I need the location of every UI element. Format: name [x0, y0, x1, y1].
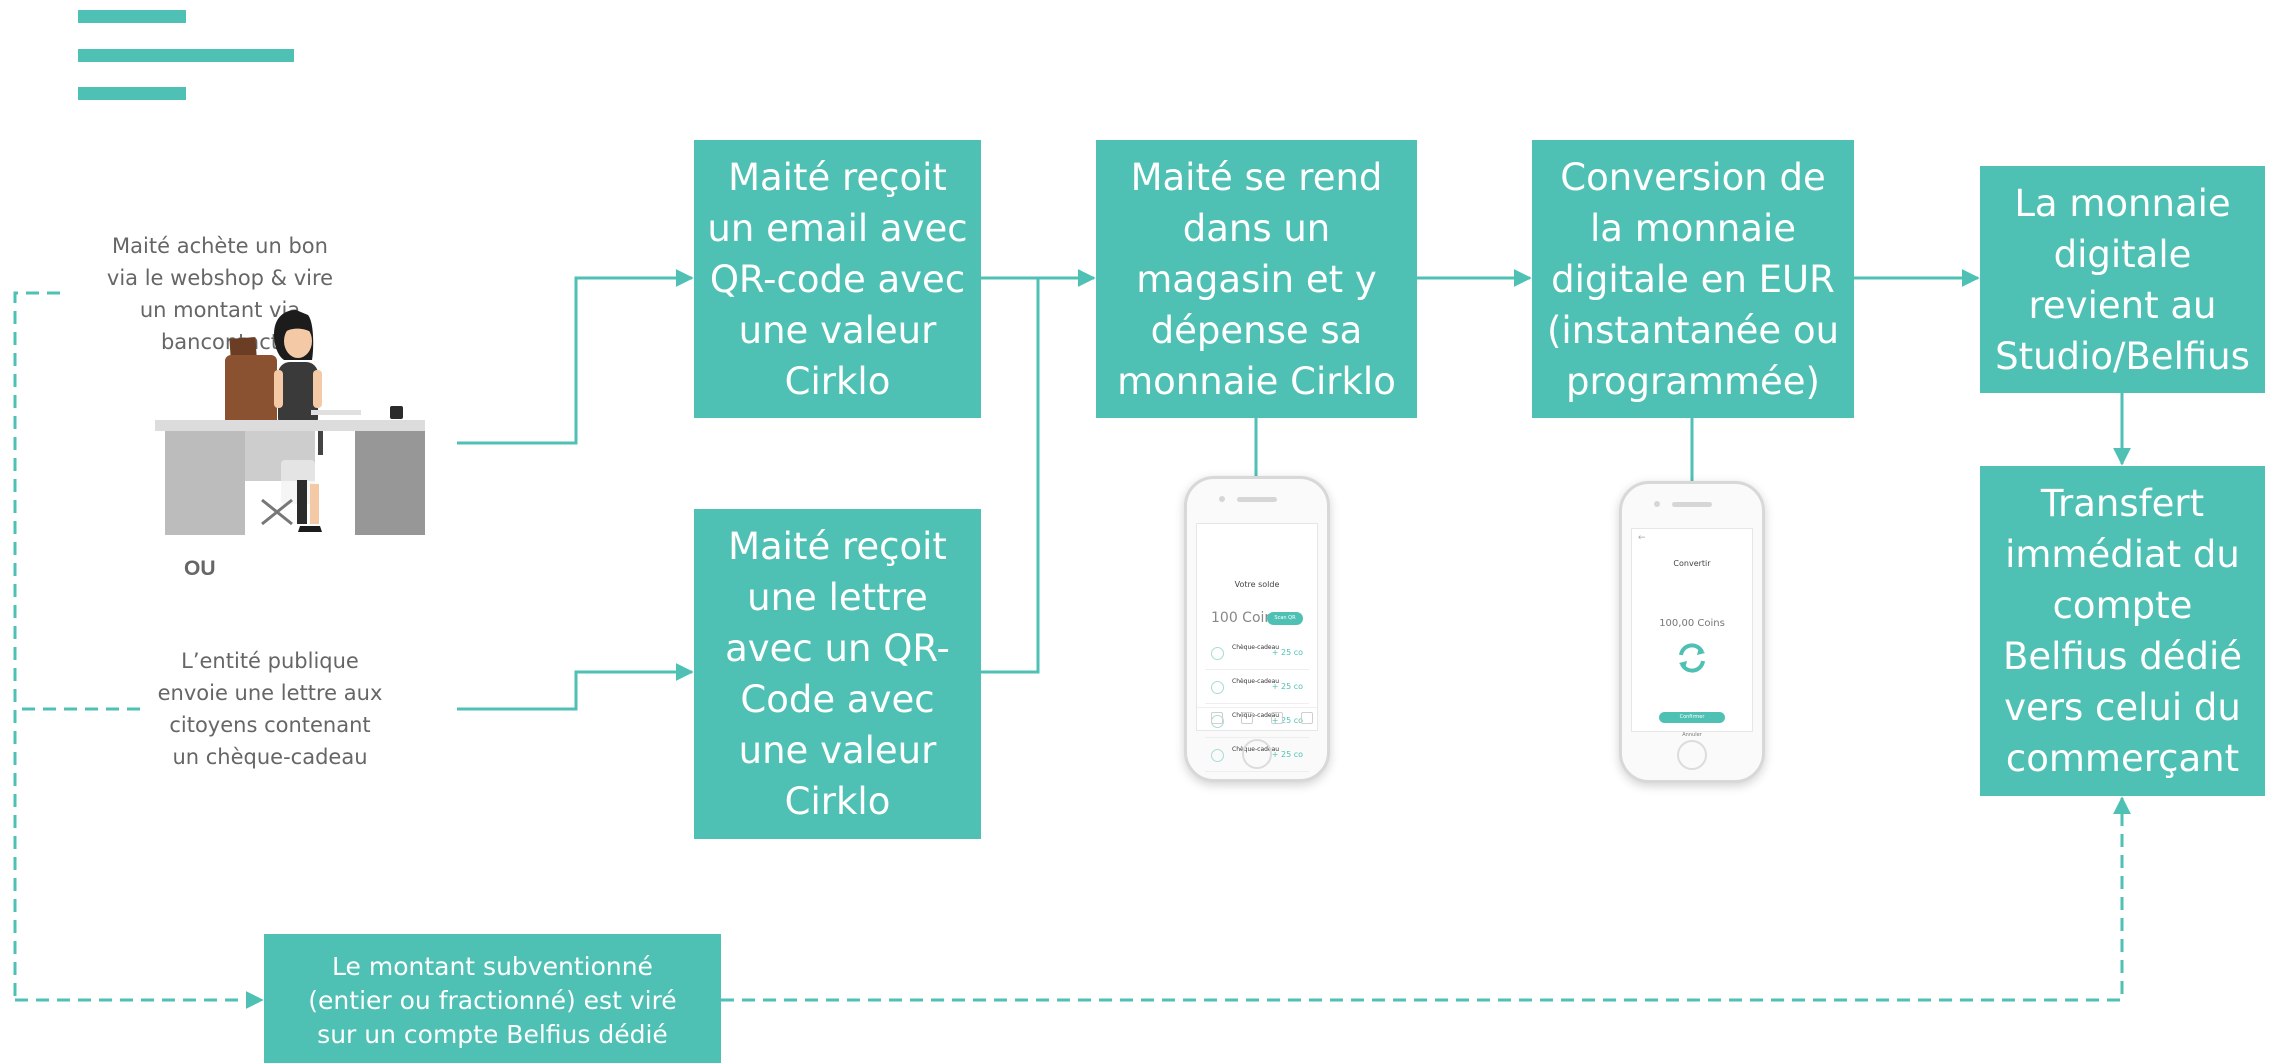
phone-screen: ← Convertir 100,00 Coins Confirmer Annul… [1631, 528, 1753, 738]
public-entity-note: L’entité publique envoie une lettre aux … [157, 649, 383, 769]
phone-home-button [1677, 740, 1707, 770]
convert-amount: 100,00 Coins [1659, 618, 1725, 629]
tab-bar [1197, 707, 1317, 730]
row-amount: + 25 co [1271, 648, 1303, 657]
phone-convert: ← Convertir 100,00 Coins Confirmer Annul… [1619, 481, 1765, 783]
check-icon [1211, 681, 1224, 694]
row-label: Chèque-cadeau [1232, 644, 1280, 651]
return-box: La monnaie digitale revient au Studio/Be… [1980, 166, 2265, 393]
tab-icon[interactable] [1241, 712, 1253, 724]
row-amount: + 25 co [1271, 716, 1303, 725]
check-icon [1211, 647, 1224, 660]
balance-value: 100 Coins [1211, 610, 1281, 626]
balance-title: Votre solde [1234, 580, 1280, 589]
phone-balance: Votre solde 100 Coins Scan QR Chèque-cad… [1184, 476, 1330, 782]
woman-at-desk-illustration [155, 310, 425, 535]
cancel-link[interactable]: Annuler [1682, 732, 1702, 738]
letter-qr-box: Maité reçoit une lettre avec un QR- Code… [694, 509, 981, 839]
menu-line [78, 10, 186, 23]
row-amount: + 25 co [1271, 750, 1303, 759]
conversion-box: Conversion de la monnaie digitale en EUR… [1532, 140, 1854, 418]
transfer-box: Transfert immédiat du compte Belfius déd… [1980, 466, 2265, 796]
confirm-button[interactable]: Confirmer [1659, 712, 1725, 723]
tab-icon[interactable] [1211, 712, 1223, 724]
row-label: Chèque-cadeau [1232, 712, 1280, 719]
arrow-buyer-to-email [457, 269, 694, 445]
arrow-entity-to-letter [457, 663, 694, 711]
phone-speaker [1237, 497, 1277, 502]
row-label: Chèque-cadeau [1232, 678, 1280, 685]
list-item: Chèque-cadeau + 25 co [1205, 639, 1309, 670]
dashed-subsidy-to-transfer [721, 796, 2131, 1002]
refresh-icon [1679, 643, 1705, 673]
list-item: Chèque-cadeau + 25 co [1205, 673, 1309, 704]
phone-home-button [1242, 739, 1272, 769]
menu-line [78, 87, 186, 100]
menu-line [78, 49, 294, 62]
or-label: OU [184, 557, 216, 580]
shop-spend-box: Maité se rend dans un magasin et y dépen… [1096, 140, 1417, 418]
phone-screen: Votre solde 100 Coins Scan QR Chèque-cad… [1196, 523, 1318, 772]
scan-qr-button[interactable]: Scan QR [1267, 612, 1303, 625]
convert-title: Convertir [1673, 559, 1711, 568]
back-arrow-icon[interactable]: ← [1638, 533, 1646, 543]
row-amount: + 25 co [1271, 682, 1303, 691]
buyer-note: Maité achète un bon via le webshop & vir… [106, 234, 334, 354]
tab-icon[interactable] [1301, 712, 1313, 724]
email-qr-box: Maité reçoit un email avec QR-code avec … [694, 140, 981, 418]
check-icon [1211, 749, 1224, 762]
arrow-letter-to-shop [981, 278, 1040, 674]
phone-speaker [1672, 502, 1712, 507]
tab-icon[interactable] [1271, 712, 1283, 724]
dashed-buyer-left [13, 291, 60, 1000]
phone-camera [1654, 501, 1660, 507]
subsidy-box: Le montant subventionné (entier ou fract… [264, 934, 721, 1063]
phone-camera [1219, 496, 1225, 502]
